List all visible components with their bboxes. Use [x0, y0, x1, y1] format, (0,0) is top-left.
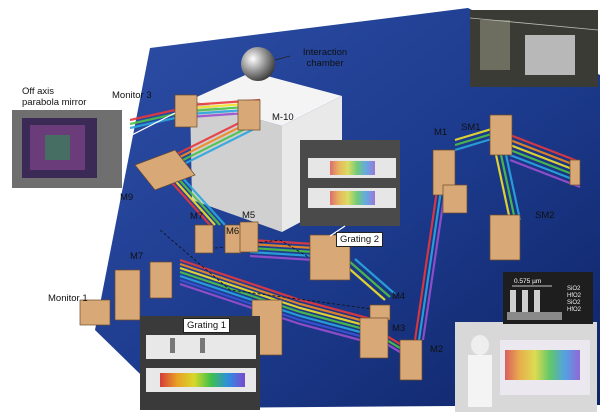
- label-m4: M4: [392, 291, 406, 302]
- mount-sm1: [489, 114, 513, 156]
- mount-m5: [239, 221, 259, 253]
- sem-layer-4: HfO2: [567, 307, 582, 313]
- mount-m7-upper: [194, 224, 214, 254]
- dashed-path: [159, 229, 381, 311]
- label-monitor-3: Monitor 3: [112, 90, 152, 101]
- label-grating-2: Grating 2: [336, 232, 384, 247]
- photo-grating-2: [300, 140, 400, 226]
- label-m7-lower: M7: [130, 251, 144, 262]
- mount-m9: [134, 149, 196, 191]
- label-m5: M5: [242, 210, 256, 221]
- chamber-block-top: [190, 72, 342, 126]
- mount-m3: [359, 317, 389, 359]
- chamber-block-left: [190, 100, 282, 232]
- label-sm1: SM1: [461, 122, 481, 133]
- label-sm2: SM2: [535, 210, 555, 221]
- photo-chamber-room: [469, 10, 599, 87]
- sem-layer-2: HfO2: [567, 293, 582, 299]
- mount-sm2: [489, 214, 521, 261]
- mount-monitor3: [174, 94, 198, 128]
- mount-m1-lower: [442, 184, 468, 214]
- optic-mounts: [79, 94, 581, 381]
- label-interaction-chamber: Interaction chamber: [302, 47, 348, 69]
- interaction-chamber-sphere: [241, 47, 275, 81]
- mount-m2: [399, 339, 423, 381]
- label-m1: M1: [434, 127, 448, 138]
- label-m3: M3: [392, 323, 406, 334]
- label-monitor-1: Monitor 1: [48, 293, 88, 304]
- mount-monitor1-stand: [114, 269, 141, 321]
- label-m2: M2: [430, 344, 444, 355]
- label-off-axis-mirror: Off axis parabola mirror: [22, 86, 87, 108]
- label-m9: M9: [120, 192, 134, 203]
- sem-layer-3: SiO2: [567, 300, 581, 306]
- mount-m7-lower: [149, 261, 173, 299]
- photo-person-grating: [455, 322, 597, 412]
- label-m7-upper: M7: [190, 211, 204, 222]
- mount-m10: [237, 99, 261, 131]
- sem-inset: [503, 272, 593, 324]
- label-grating-1: Grating 1: [183, 318, 231, 333]
- sem-scale-bar: 0.575 µm: [514, 278, 542, 285]
- mount-monitor1: [79, 299, 111, 326]
- mount-right-panel: [569, 159, 581, 186]
- label-m6: M6: [226, 226, 240, 237]
- sem-layer-1: SiO2: [567, 286, 581, 292]
- label-m10: M-10: [272, 112, 294, 123]
- photo-off-axis-mirror: [12, 110, 122, 188]
